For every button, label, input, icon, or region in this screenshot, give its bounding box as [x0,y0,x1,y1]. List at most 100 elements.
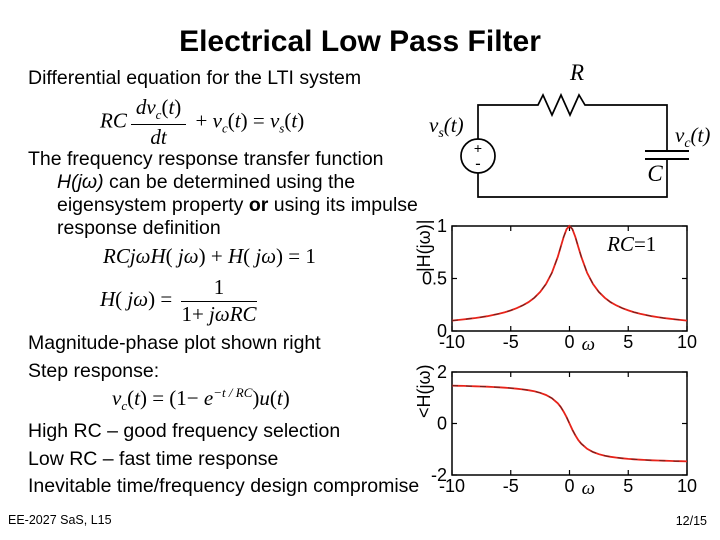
text-segment: can be determined using the [103,171,356,193]
text-segment: dt [150,124,167,149]
text-segment: H [227,244,244,268]
text-segment: ( [161,95,169,119]
response-curve-dash-overlay [451,385,688,462]
text-segment: jω [177,244,199,268]
text-segment: v [112,386,122,410]
text-segment: eigensystem property [57,194,249,216]
text-segment: t [276,386,283,410]
text-segment: H(jω) [57,171,104,193]
text-segment: ( [284,108,292,133]
y-tick-label: 0 [437,414,447,434]
text-segment: ( [227,108,235,133]
text-segment: u [259,386,270,410]
text-segment: ) [198,244,206,268]
y-tick-label: -2 [431,465,447,485]
y-tick-label: 0.5 [422,269,447,289]
slide-page-number: 12/15 [675,514,707,528]
y-tick-label: 1 [437,216,447,236]
text-segment: The frequency response transfer function [28,148,384,170]
text-segment: Magnitude-phase plot shown right [28,332,321,354]
text-segment: dv [135,95,156,119]
x-axis-label: ω [582,334,595,355]
x-tick-label: -5 [503,332,519,352]
text-segment: Inevitable time/frequency design comprom… [28,475,420,497]
response-curve [451,384,688,463]
line-high-rc: High RC – good frequency selection [28,420,341,442]
text-segment: t [234,108,241,133]
x-tick-label: 5 [623,332,633,352]
rc-circuit-diagram: + - R C vs(t) vc(t) [429,60,710,198]
text-segment: 1+ [181,301,210,326]
text-segment: ) [174,95,182,119]
footer-course-label: EE-2027 SaS, L15 [8,513,112,527]
line-step-response: Step response: [28,360,160,382]
line-compromise: Inevitable time/frequency design comprom… [28,475,420,497]
x-tick-label: 0 [564,476,574,496]
text-segment: v [212,108,222,133]
y-tick-label: 2 [437,362,447,382]
x-tick-label: -5 [503,476,519,496]
annotation-rc-value: RC=1 [606,232,656,256]
text-segment: jωRC [209,301,257,326]
line-differential-intro: Differential equation for the LTI system [28,67,362,89]
x-tick-label: 10 [677,332,697,352]
text-segment: Low RC – fast time response [28,448,279,470]
slide-title: Electrical Low Pass Filter [179,25,541,58]
text-segment: ) [240,108,248,133]
y-axis-label: |H(jω)| [414,220,434,272]
text-segment: = [247,108,270,133]
text-segment: RCjωH [103,244,166,268]
magnitude-plot: -10 -5 0 5 10 0 0.5 1 ω |H(jω)| RC=1 [414,214,699,355]
capacitor-label: C [647,161,663,186]
source-voltage-label: vs(t) [429,113,464,141]
text-segment: t [291,108,298,133]
text-segment: ) [252,386,260,410]
text-segment: ( [269,386,277,410]
x-tick-label: -10 [439,476,465,496]
text-segment: ) [297,108,305,133]
source-minus-sign: - [475,154,481,173]
text-segment: v [269,108,280,133]
text-segment: ( [115,286,128,311]
text-segment: High RC – good frequency selection [28,420,341,442]
response-curve-dash-overlay [451,225,688,322]
line-frequency-response-4: response definition [57,217,221,239]
x-tick-label: 10 [677,476,697,496]
text-segment: t [168,95,175,119]
text-segment: RC [100,108,127,133]
text-segment: e [203,386,214,410]
x-tick-label: -10 [439,332,465,352]
line-low-rc: Low RC – fast time response [28,448,279,470]
y-tick-label: 0 [437,321,447,341]
fraction: dvc(t)dt [130,95,187,149]
plot-canvas: -10 -5 0 5 10 0 0.5 1 ω |H(jω)| RC=1 [414,216,697,355]
source-plus-sign: + [474,140,482,156]
x-tick-label: 0 [564,332,574,352]
text-segment: ( [127,386,135,410]
x-tick-label: 5 [623,476,633,496]
equation-frequency-response: RCjωH( jω) + H( jω) = 1 [103,244,316,269]
text-segment: Differential equation for the LTI system [28,67,362,89]
text-segment: Step response: [28,360,160,382]
x-axis-label: ω [582,478,595,499]
circuit-wires-and-resistor [477,92,668,198]
text-segment: response definition [57,217,221,239]
text-segment: ( [243,244,256,268]
text-segment: t [134,386,140,410]
output-voltage-label: vc(t) [675,123,710,151]
text-segment: + [205,244,228,268]
text-segment: ( [165,244,178,268]
line-frequency-response-1: The frequency response transfer function [28,148,384,170]
line-magnitude-phase: Magnitude-phase plot shown right [28,332,321,354]
text-segment: ) [276,244,284,268]
text-segment: jω [127,286,149,311]
line-frequency-response-2: H(jω) can be determined using the [57,171,356,193]
text-segment: or [248,194,269,216]
text-segment: = 1 [283,244,316,268]
